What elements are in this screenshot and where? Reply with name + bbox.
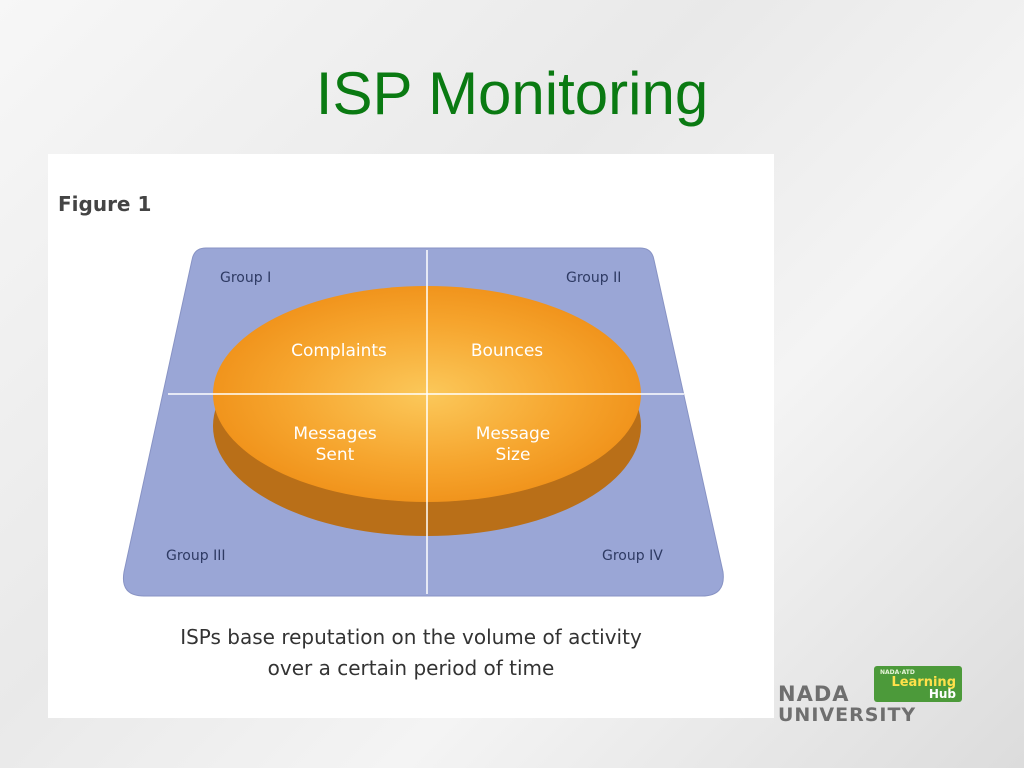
quadrant-messages-sent: Messages Sent xyxy=(260,424,410,466)
logo-text-university: UNIVERSITY xyxy=(778,704,917,726)
slide-title: ISP Monitoring xyxy=(315,60,709,127)
quadrant-complaints: Complaints xyxy=(291,341,387,361)
group-label-1: Group I xyxy=(220,270,272,286)
nada-university-logo: NADA UNIVERSITY NADA·ATD Learning Hub xyxy=(778,666,966,726)
quadrant-diagram xyxy=(122,247,724,597)
caption-line-1: ISPs base reputation on the volume of ac… xyxy=(180,625,642,649)
quadrant-messages-sent-line2: Sent xyxy=(315,445,355,465)
figure-panel: Figure 1 Group I Group II Group III Grou… xyxy=(48,154,774,718)
badge-top-text: NADA·ATD xyxy=(880,669,915,676)
group-label-4: Group IV xyxy=(602,548,663,564)
learning-hub-badge: NADA·ATD Learning Hub xyxy=(874,666,962,702)
badge-learning-text: Learning xyxy=(891,675,956,690)
quadrant-message-size: Message Size xyxy=(438,424,588,466)
figure-caption: ISPs base reputation on the volume of ac… xyxy=(48,622,774,684)
figure-label: Figure 1 xyxy=(58,192,152,216)
caption-line-2: over a certain period of time xyxy=(267,656,555,680)
quadrant-bounces: Bounces xyxy=(470,341,544,361)
group-label-2: Group II xyxy=(566,270,622,286)
quadrant-message-size-line2: Size xyxy=(495,445,531,465)
quadrant-messages-sent-line1: Messages xyxy=(293,424,377,444)
quadrant-message-size-line1: Message xyxy=(475,424,551,444)
logo-text-nada: NADA xyxy=(778,682,850,706)
badge-hub-text: Hub xyxy=(928,687,956,701)
group-label-3: Group III xyxy=(166,548,226,564)
